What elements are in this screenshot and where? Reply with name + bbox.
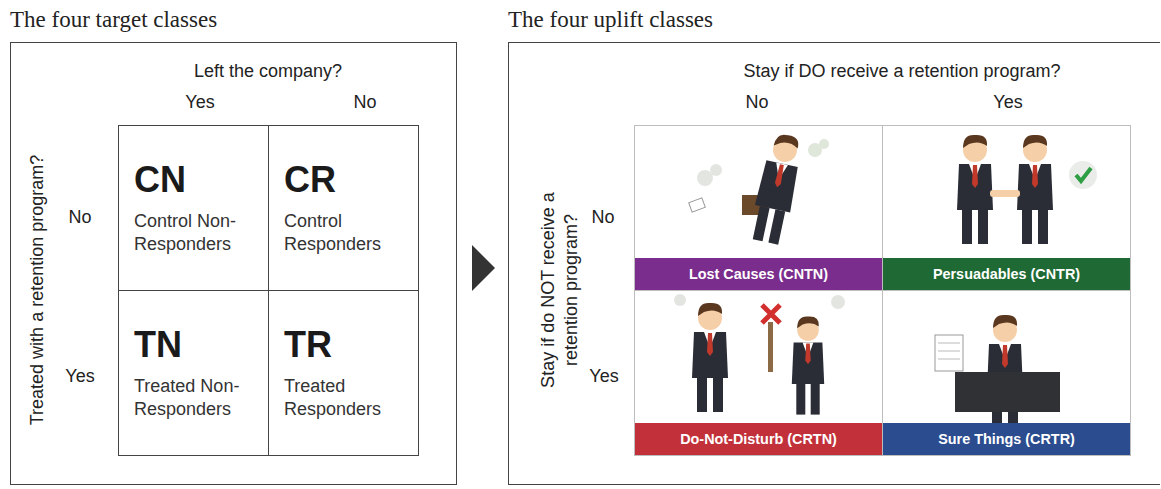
paper-line — [938, 343, 960, 344]
axis-title: Treated with a retention program? — [26, 155, 49, 425]
red-cross — [762, 305, 780, 323]
class-name: Control Responders — [284, 210, 409, 257]
class-name: Control Non-Responders — [134, 210, 259, 257]
flow-arrow — [472, 245, 495, 291]
target-class-cell: CR Control Responders — [268, 125, 419, 291]
class-band: Persuadables (CNTR) — [883, 258, 1130, 290]
class-code: CR — [284, 162, 418, 198]
person — [1017, 135, 1053, 244]
target-class-cell: TR Treated Responders — [268, 290, 419, 456]
do-not-disturb-scene — [674, 294, 845, 415]
desk-scene — [935, 315, 1060, 424]
axis-label: Yes — [589, 365, 618, 388]
desk — [955, 372, 1060, 412]
class-band: Lost Causes (CNTN) — [635, 258, 882, 290]
axis-label: No — [745, 91, 768, 114]
person — [792, 316, 824, 414]
handshake — [957, 135, 1097, 244]
target-class-cell: TN Treated Non-Responders — [118, 290, 269, 456]
running-man — [689, 132, 829, 246]
class-name: Treated Responders — [284, 375, 409, 422]
smoke-puff — [819, 139, 829, 149]
hands — [990, 190, 1020, 197]
axis-label: Yes — [65, 365, 94, 388]
panel: The four uplift classesLost Causes (CNTN… — [508, 42, 1160, 485]
paper-line — [938, 359, 960, 360]
axis-label: No — [591, 206, 614, 229]
person — [692, 303, 728, 412]
person — [748, 132, 806, 246]
axis-label: Left the company? — [194, 60, 342, 83]
smoke-puff — [831, 295, 845, 309]
class-code: CN — [134, 162, 268, 198]
class-code: TN — [134, 327, 268, 363]
axis-label: No — [68, 206, 91, 229]
panel-title: The four target classes — [10, 7, 217, 33]
axis-label: No — [353, 91, 376, 114]
smoke-puff — [674, 294, 686, 306]
paper — [689, 198, 706, 212]
class-band: Do-Not-Disturb (CRTN) — [635, 423, 882, 455]
sign-pole — [768, 322, 773, 372]
target-class-cell: CN Control Non-Responders — [118, 125, 269, 291]
check-mark — [1076, 168, 1091, 181]
smoke-puff — [710, 164, 722, 176]
paper-line — [938, 351, 960, 352]
uplift-class-cell: Persuadables (CNTR) — [882, 125, 1131, 291]
axis-label: Stay if DO receive a retention program? — [743, 60, 1060, 83]
class-code: TR — [284, 327, 418, 363]
uplift-class-cell: Do-Not-Disturb (CRTN) — [634, 290, 883, 456]
axis-label: Yes — [993, 91, 1022, 114]
person — [957, 135, 993, 244]
uplift-class-cell: Lost Causes (CNTN) — [634, 125, 883, 291]
class-name: Treated Non-Responders — [134, 375, 259, 422]
uplift-class-cell: Sure Things (CRTR) — [882, 290, 1131, 456]
paper-stack — [935, 335, 963, 371]
panel-title: The four uplift classes — [508, 7, 713, 33]
class-band: Sure Things (CRTR) — [883, 423, 1130, 455]
check-circle — [1069, 161, 1097, 189]
axis-label: Yes — [185, 91, 214, 114]
axis-title: Stay if do NOT receive a retention progr… — [537, 183, 584, 398]
panel: The four target classesCNControl Non-Res… — [10, 42, 457, 485]
